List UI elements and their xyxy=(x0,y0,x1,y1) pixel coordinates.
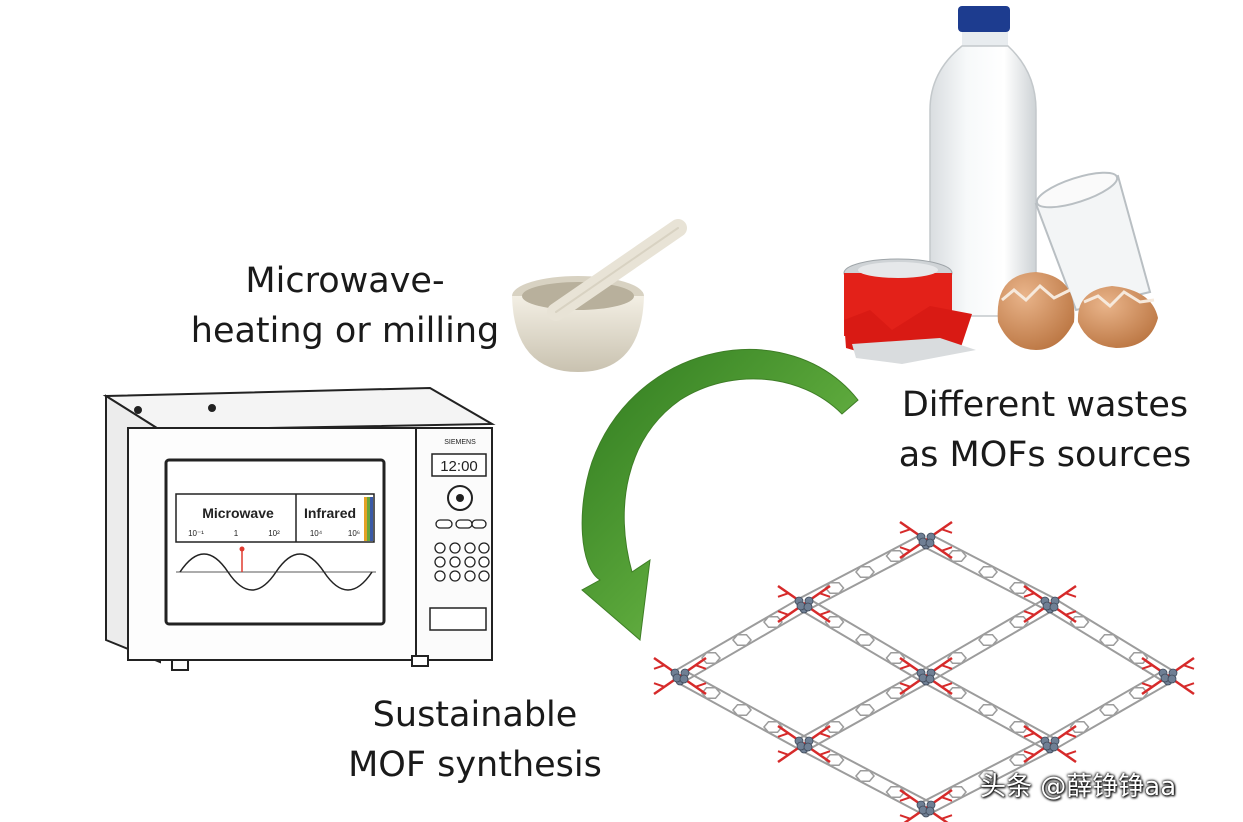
mof-linker xyxy=(928,532,1054,599)
label-line: MOF synthesis xyxy=(348,745,602,785)
mortar-and-pestle-icon xyxy=(512,219,687,372)
mof-linker-ring xyxy=(885,652,906,664)
soda-can-icon xyxy=(843,258,976,364)
mof-linker-ring xyxy=(732,634,752,646)
mof-linker xyxy=(676,681,802,752)
mof-linker xyxy=(922,681,1048,752)
microwave-brand: SIEMENS xyxy=(444,439,476,446)
mof-linker-ring xyxy=(1099,704,1119,716)
mof-metal-cluster xyxy=(1023,724,1077,764)
mof-linker-ring xyxy=(855,704,875,716)
spectrum-tick: 10⁴ xyxy=(310,529,323,538)
spectrum-tick: 10⁻¹ xyxy=(188,529,204,538)
mof-linker-ring xyxy=(885,786,906,798)
mof-metal-cluster xyxy=(1141,656,1195,696)
mof-linker xyxy=(683,609,809,683)
mof-linker xyxy=(929,609,1055,683)
watermark: 头条 @薛铮铮aa xyxy=(980,772,1177,802)
label-line: Different wastes xyxy=(901,385,1189,425)
curved-arrow-icon xyxy=(581,349,859,641)
mof-linker-ring xyxy=(701,687,721,699)
mof-linker-ring xyxy=(1009,754,1029,766)
mof-framework xyxy=(653,520,1195,822)
label-line: as MOFs sources xyxy=(898,435,1192,475)
mof-linker-ring xyxy=(763,616,783,628)
label-line: heating or milling xyxy=(190,311,500,351)
mof-metal-cluster xyxy=(653,656,707,696)
mof-linker-ring xyxy=(978,704,998,716)
mof-linker xyxy=(682,668,808,739)
mof-linker xyxy=(806,681,930,751)
mof-metal-cluster xyxy=(777,724,831,764)
mof-linker xyxy=(928,668,1054,739)
mof-linker-ring xyxy=(1128,687,1149,699)
mof-linker-ring xyxy=(855,634,875,646)
mof-linker-ring xyxy=(824,721,845,733)
mof-linker xyxy=(1053,597,1173,671)
mof-linker-ring xyxy=(885,550,906,562)
label-line: Sustainable xyxy=(372,695,578,735)
mof-linker xyxy=(922,736,1048,803)
label-sustainable-mof-synthesis: Sustainable MOF synthesis xyxy=(330,690,620,790)
label-different-wastes: Different wastes as MOFs sources xyxy=(885,380,1205,480)
eggshell-icon xyxy=(997,272,1158,350)
mof-linker xyxy=(806,736,930,803)
mof-linker-ring xyxy=(1069,616,1090,628)
mof-linker-ring xyxy=(855,770,875,782)
mof-linker xyxy=(928,749,1054,816)
mof-linker xyxy=(1045,609,1165,683)
mof-metal-cluster xyxy=(1023,584,1077,624)
mof-linker-ring xyxy=(978,634,998,646)
mof-linker xyxy=(922,545,1048,612)
spectrum-band-microwave: Microwave xyxy=(202,505,274,521)
mof-linker xyxy=(799,609,923,683)
mof-linker xyxy=(807,597,931,671)
mof-linker-ring xyxy=(855,566,875,578)
mof-linker-ring xyxy=(978,770,998,782)
spectrum-band-infrared: Infrared xyxy=(304,505,356,521)
mof-linker-ring xyxy=(1009,582,1029,594)
mof-linker-ring xyxy=(885,687,906,699)
spectrum-tick: 10⁶ xyxy=(348,529,360,538)
mof-linker-ring xyxy=(701,652,721,664)
mof-linker-ring xyxy=(1069,721,1090,733)
mof-linker xyxy=(800,532,924,599)
mof-linker xyxy=(921,597,1047,671)
mof-linker-ring xyxy=(732,704,752,716)
label-microwave-heating-or-milling: Microwave- heating or milling xyxy=(180,256,510,356)
mof-metal-cluster xyxy=(899,656,953,696)
mof-linker-ring xyxy=(763,721,783,733)
mof-linker xyxy=(806,545,930,612)
mof-metal-cluster xyxy=(899,520,953,560)
plastic-cup-icon xyxy=(1034,171,1152,312)
mof-linker-ring xyxy=(1009,616,1029,628)
mof-linker-ring xyxy=(978,566,998,578)
mof-metal-cluster xyxy=(777,584,831,624)
mof-metal-cluster xyxy=(899,788,953,822)
mof-linker-ring xyxy=(947,687,967,699)
mof-linker xyxy=(675,597,801,671)
label-line: Microwave- xyxy=(245,261,445,301)
mof-linker-ring xyxy=(947,652,967,664)
mof-linker-ring xyxy=(1009,721,1029,733)
mof-linker xyxy=(1046,669,1166,739)
plastic-bottle-icon xyxy=(929,6,1037,317)
mof-linker-ring xyxy=(824,616,845,628)
spectrum-tick: 1 xyxy=(234,529,239,538)
spectrum-tick: 10² xyxy=(268,529,280,538)
microwave-display: 12:00 xyxy=(440,458,478,475)
mof-linker-ring xyxy=(1128,652,1149,664)
mof-linker xyxy=(800,749,924,816)
mof-linker xyxy=(1052,681,1172,751)
mof-linker xyxy=(800,669,924,739)
microwave-oven xyxy=(102,386,496,671)
mof-linker-ring xyxy=(1099,634,1119,646)
